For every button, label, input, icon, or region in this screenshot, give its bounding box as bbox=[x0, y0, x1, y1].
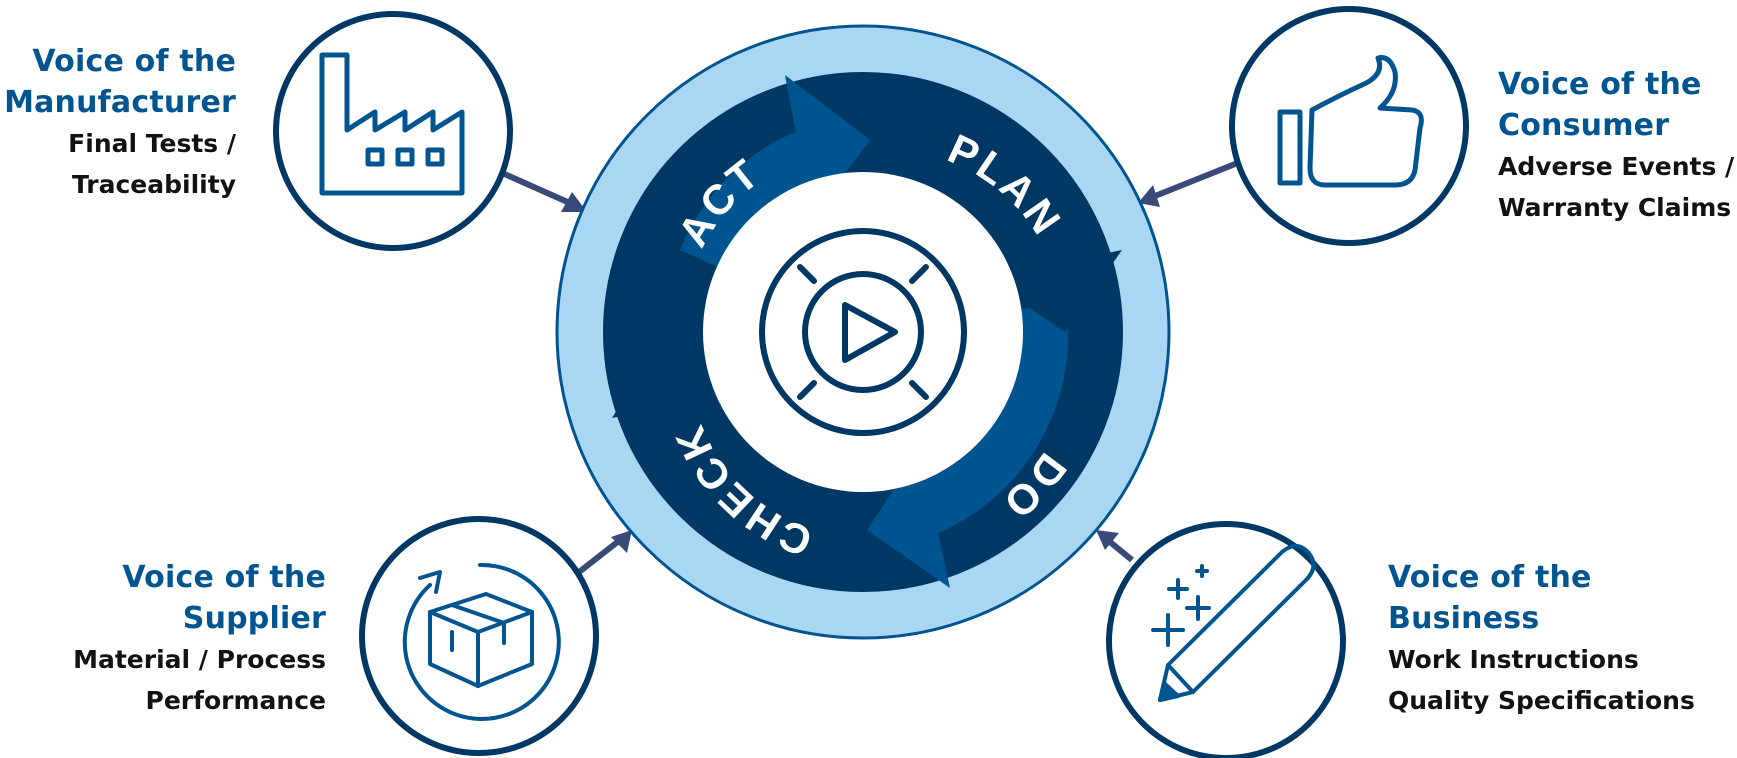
connector-supplier bbox=[572, 530, 632, 579]
supplier-title-line1: Voice of the bbox=[122, 560, 326, 595]
business-sub-line1: Work Instructions bbox=[1388, 645, 1639, 674]
play-icon bbox=[759, 228, 967, 436]
business-sub-line2: Quality Specifications bbox=[1388, 686, 1695, 715]
pdca-ring bbox=[603, 72, 1123, 592]
supplier-sub-line1: Material / Process bbox=[73, 645, 326, 674]
connector-business bbox=[1096, 530, 1134, 563]
business-title-line2: Business bbox=[1388, 601, 1540, 636]
connector-manufacturer bbox=[498, 169, 587, 212]
consumer-node bbox=[1229, 6, 1469, 246]
consumer-label: Voice of the Consumer Adverse Events / W… bbox=[1498, 64, 1737, 228]
business-title-line1: Voice of the bbox=[1388, 560, 1592, 595]
consumer-sub-line1: Adverse Events / bbox=[1498, 152, 1735, 181]
manufacturer-label: Voice of the Manufacturer Final Tests / … bbox=[0, 41, 236, 205]
manufacturer-node bbox=[273, 11, 513, 251]
business-label: Voice of the Business Work Instructions … bbox=[1388, 557, 1733, 721]
business-node bbox=[1106, 521, 1346, 758]
manufacturer-title-line2: Manufacturer bbox=[4, 85, 236, 120]
pencil-icon bbox=[1151, 544, 1316, 702]
pdca-center-circle bbox=[703, 172, 1023, 492]
consumer-title-line2: Consumer bbox=[1498, 108, 1670, 143]
manufacturer-sub-line1: Final Tests / bbox=[68, 129, 236, 158]
supplier-label: Voice of the Supplier Material / Process… bbox=[26, 557, 326, 721]
do-arrowhead bbox=[867, 450, 950, 588]
consumer-sub-line2: Warranty Claims bbox=[1498, 193, 1732, 222]
package-icon bbox=[402, 562, 561, 721]
supplier-sub-line2: Performance bbox=[145, 686, 326, 715]
manufacturer-sub-line2: Traceability bbox=[71, 170, 236, 199]
act-arrowhead bbox=[785, 75, 870, 217]
supplier-title-line2: Supplier bbox=[182, 601, 326, 636]
connector-consumer bbox=[1138, 159, 1242, 207]
manufacturer-title-line1: Voice of the bbox=[32, 44, 236, 79]
thumbs-up-icon bbox=[1277, 55, 1424, 188]
supplier-node bbox=[359, 516, 599, 756]
plan-arrowhead bbox=[985, 250, 1122, 332]
factory-icon bbox=[319, 52, 465, 196]
consumer-title-line1: Voice of the bbox=[1498, 67, 1702, 102]
